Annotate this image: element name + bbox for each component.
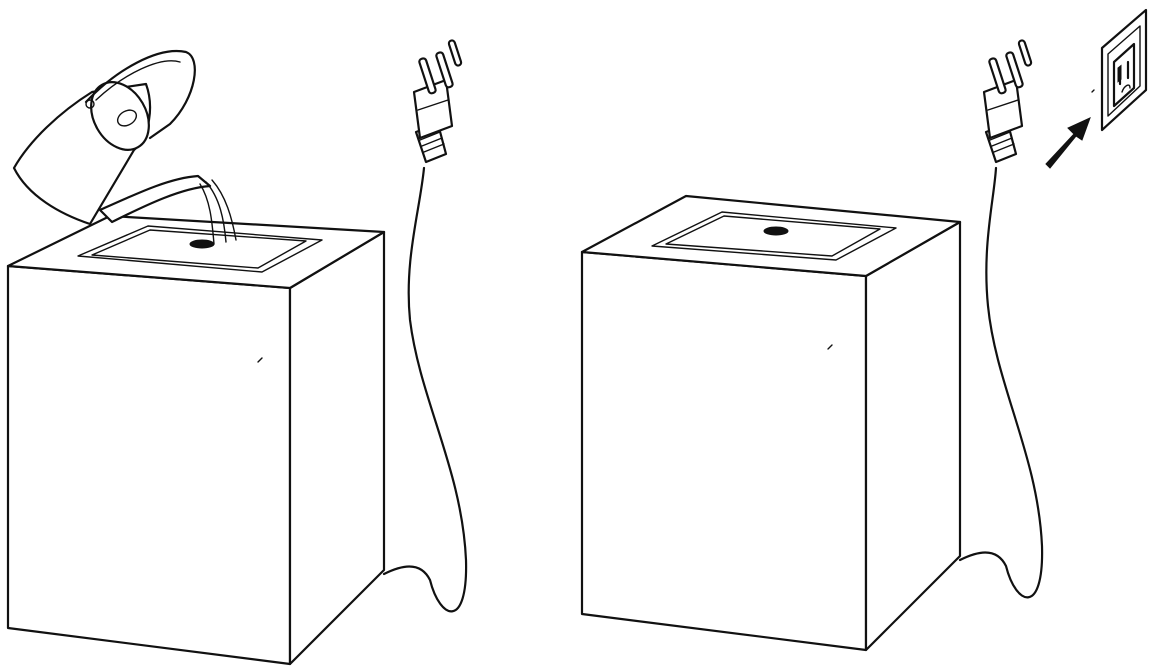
panel-fill-water [6, 39, 468, 666]
reservoir-rim [651, 211, 897, 261]
box-side-face [864, 220, 962, 652]
box-top-face [6, 214, 386, 290]
wall-outlet-icon [1091, 8, 1148, 132]
watering-can-icon [12, 49, 237, 245]
fountain-box-right [580, 194, 962, 652]
box-front-face [6, 264, 292, 666]
arrow-icon [1045, 117, 1091, 169]
power-plug-icon [982, 39, 1033, 164]
box-side-face [288, 230, 386, 666]
fountain-box-left [6, 214, 386, 666]
power-cord-left [382, 39, 468, 613]
reservoir-plate [665, 215, 881, 257]
reservoir-hole [763, 226, 789, 236]
power-plug-icon [412, 39, 463, 164]
power-cord-right [958, 39, 1044, 599]
box-top-face [580, 194, 962, 278]
box-front-face [580, 250, 868, 652]
reservoir-hole [189, 239, 215, 249]
reservoir-plate [91, 229, 307, 269]
reservoir-rim [77, 225, 323, 273]
panel-plug-in [580, 8, 1148, 652]
